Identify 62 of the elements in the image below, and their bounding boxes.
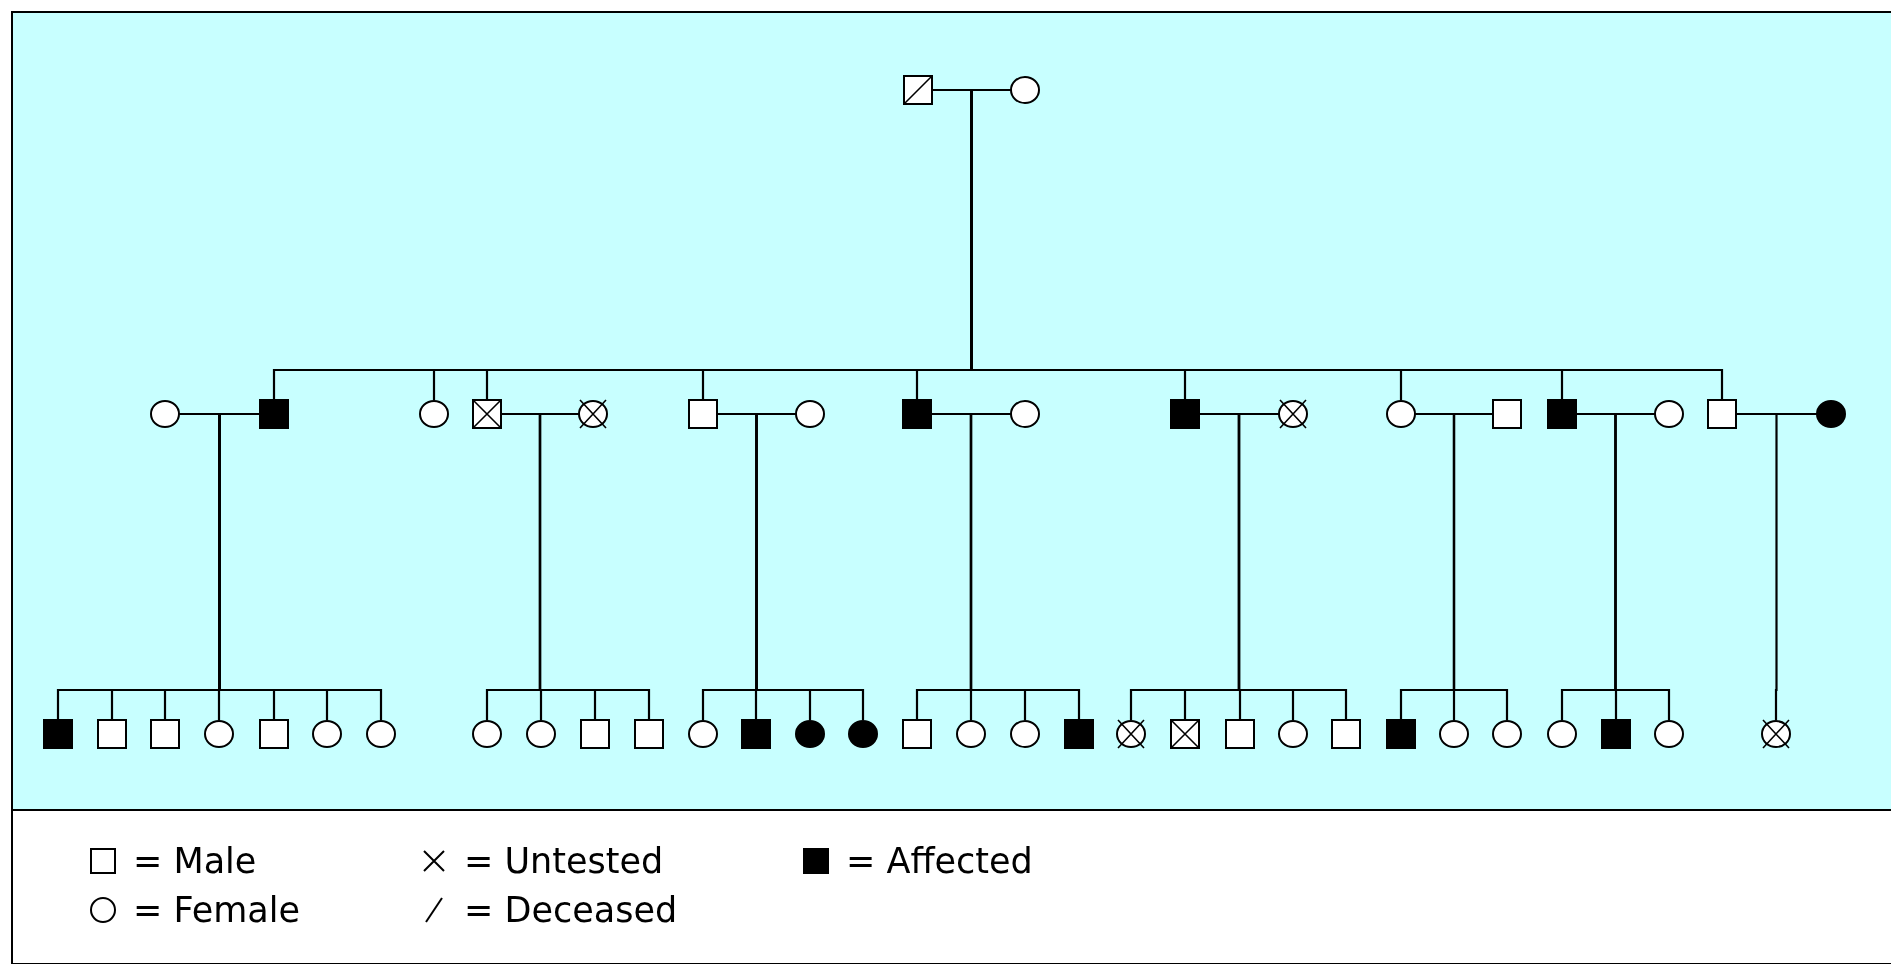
male-symbol <box>1491 398 1523 430</box>
male-symbol <box>96 718 128 750</box>
male-symbol <box>687 398 719 430</box>
male-untested-symbol <box>1169 718 1201 750</box>
female-untested-symbol <box>1760 718 1792 750</box>
male-symbol <box>901 718 933 750</box>
male-symbol <box>258 718 290 750</box>
female-symbol <box>794 398 826 430</box>
female-affected-symbol <box>794 718 826 750</box>
female-symbol <box>203 718 235 750</box>
male-affected-symbol <box>1385 718 1417 750</box>
descent-line <box>1415 412 1509 720</box>
female-symbol <box>687 718 719 750</box>
female-symbol <box>1653 718 1685 750</box>
female-symbol <box>1491 718 1523 750</box>
male-symbol <box>1224 718 1256 750</box>
female-symbol <box>149 398 181 430</box>
male-symbol <box>1330 718 1362 750</box>
male-affected-symbol <box>42 718 74 750</box>
male-symbol <box>579 718 611 750</box>
male-symbol <box>1706 398 1738 430</box>
legend-text: = Female <box>133 890 300 930</box>
female-symbol <box>1653 398 1685 430</box>
female-symbol <box>1009 718 1041 750</box>
descent-line <box>717 412 865 720</box>
male-untested-symbol <box>471 398 503 430</box>
legend-text: = Untested <box>464 841 664 881</box>
female-untested-symbol <box>577 398 609 430</box>
male-affected-symbol <box>740 718 772 750</box>
male-symbol <box>149 718 181 750</box>
female-symbol <box>525 718 557 750</box>
female-untested-symbol <box>1277 398 1309 430</box>
male-deceased-symbol <box>902 74 934 106</box>
male-affected-symbol <box>901 398 933 430</box>
female-affected-symbol <box>1815 398 1847 430</box>
male-affected-symbol <box>1169 398 1201 430</box>
descent-line <box>1576 412 1671 720</box>
male-affected-symbol <box>258 398 290 430</box>
female-symbol <box>955 718 987 750</box>
female-symbol <box>418 398 450 430</box>
legend-text: = Deceased <box>464 890 678 930</box>
descent-line <box>1736 412 1778 720</box>
male-symbol <box>633 718 665 750</box>
male-affected-symbol <box>1600 718 1632 750</box>
descent-line <box>501 412 651 720</box>
male-affected-symbol <box>1546 398 1578 430</box>
female-untested-symbol <box>1115 718 1147 750</box>
female-symbol <box>1277 718 1309 750</box>
female-symbol <box>471 718 503 750</box>
legend-text: = Male <box>133 841 257 881</box>
female-symbol <box>365 718 397 750</box>
female-affected-symbol <box>847 718 879 750</box>
descent-line <box>931 412 1081 720</box>
female-symbol <box>311 718 343 750</box>
female-symbol <box>1009 74 1041 106</box>
female-symbol <box>1385 398 1417 430</box>
male-affected-symbol <box>1063 718 1095 750</box>
female-symbol <box>1009 398 1041 430</box>
legend-text: = Affected <box>846 841 1033 881</box>
female-symbol <box>1546 718 1578 750</box>
female-symbol <box>1438 718 1470 750</box>
descent-line <box>1199 412 1348 720</box>
